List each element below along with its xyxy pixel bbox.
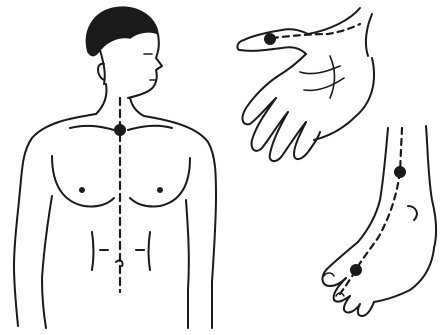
palm-crease-3 [330,56,335,98]
big-toe [323,242,358,286]
right-shoulder-arm [144,116,216,328]
abdomen-left [92,232,94,270]
nipple-left [80,188,84,192]
nipple-right [158,188,162,192]
foot-acupoint-upper [395,167,405,177]
hand-figure [237,8,374,161]
pectoral-left [52,156,114,207]
toe-4 [358,302,374,316]
head-outline [100,34,162,98]
foot-meridian-path [340,128,402,294]
ankle-bone [408,206,417,220]
leg-back [426,126,436,248]
neck-left [96,84,107,114]
wrist-top [308,8,360,34]
thumb-tip [237,40,244,50]
hair [86,7,158,55]
heel [374,248,434,302]
clavicle-left [70,126,114,130]
foot-figure [323,126,437,316]
neck-right [130,98,144,116]
finger-little [294,122,320,159]
torso-acupoint [115,125,125,135]
hand-meridian-path [272,24,360,38]
forearm-line [366,14,372,56]
left-arm-inner [42,196,52,328]
wrist-bottom [314,58,374,140]
right-arm-inner [186,200,189,328]
clavicle-right [128,126,172,130]
palm-crease-2 [304,78,344,90]
finger-index [243,76,278,124]
finger-ring [270,112,306,161]
finger-middle [252,98,288,151]
foot-acupoint-lower [351,265,361,275]
left-shoulder-arm [14,114,96,326]
torso-figure [14,7,216,328]
hand-acupoint [265,34,275,44]
thumb-lower [240,47,306,54]
abdomen-right [149,232,151,270]
pectoral-right [130,158,190,207]
